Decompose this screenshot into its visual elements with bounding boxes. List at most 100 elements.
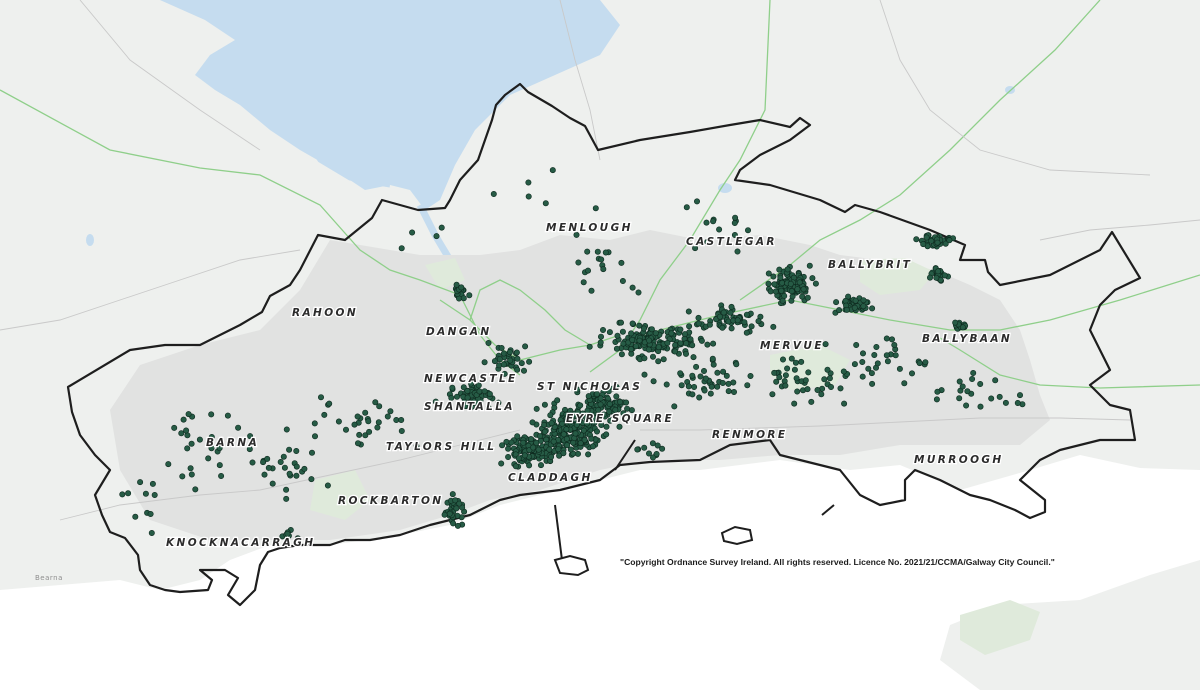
- lake-north: [718, 183, 732, 193]
- location-point: [536, 433, 543, 440]
- road-northwest: [79, 0, 261, 151]
- location-point: [311, 420, 318, 427]
- location-point: [728, 303, 735, 310]
- location-point: [308, 449, 315, 456]
- location-point: [513, 349, 520, 356]
- location-point: [709, 355, 716, 362]
- location-point: [733, 361, 740, 368]
- location-point: [464, 394, 471, 401]
- location-point: [710, 361, 717, 368]
- location-point: [883, 335, 890, 342]
- location-point: [782, 382, 789, 389]
- location-point: [812, 280, 819, 287]
- location-point: [529, 419, 536, 426]
- location-point: [441, 511, 448, 518]
- location-point: [530, 444, 537, 451]
- location-point: [563, 435, 570, 442]
- location-point: [796, 279, 803, 286]
- location-point: [734, 317, 741, 324]
- location-point: [518, 360, 525, 367]
- parkland-southeast: [960, 600, 1040, 655]
- location-point: [689, 342, 696, 349]
- location-point: [970, 369, 977, 376]
- location-point: [514, 355, 521, 362]
- label-claddagh: CLADDAGH: [508, 472, 593, 484]
- location-point: [269, 480, 276, 487]
- location-point: [452, 497, 459, 504]
- location-point: [744, 227, 751, 234]
- location-point: [614, 332, 621, 339]
- location-point: [791, 366, 798, 373]
- location-point: [636, 322, 643, 329]
- location-point: [575, 259, 582, 266]
- location-point: [505, 445, 512, 452]
- location-point: [612, 406, 619, 413]
- location-point: [963, 402, 970, 409]
- location-point: [959, 383, 966, 390]
- label-murroogh: MURROOGH: [914, 454, 1004, 466]
- location-point: [636, 337, 643, 344]
- location-point: [693, 198, 700, 205]
- city-boundary: [66, 82, 1142, 607]
- location-point: [964, 388, 971, 395]
- location-point: [744, 382, 751, 389]
- location-point: [628, 346, 635, 353]
- location-point: [603, 423, 610, 430]
- location-point: [577, 402, 584, 409]
- location-point: [692, 245, 699, 252]
- location-point: [646, 337, 653, 344]
- road-west: [0, 249, 301, 331]
- location-point: [956, 378, 963, 385]
- location-point: [727, 309, 734, 316]
- location-point: [208, 445, 215, 452]
- location-point: [581, 436, 588, 443]
- location-point: [629, 284, 636, 291]
- location-point: [806, 262, 813, 269]
- pier: [554, 504, 563, 561]
- location-point: [247, 433, 254, 440]
- location-point: [800, 286, 807, 293]
- location-point: [871, 351, 878, 358]
- location-point: [456, 500, 463, 507]
- location-point: [748, 323, 755, 330]
- location-point: [576, 417, 583, 424]
- location-point: [393, 416, 400, 423]
- location-point: [956, 395, 963, 402]
- location-point: [865, 365, 872, 372]
- location-point: [677, 326, 684, 333]
- location-point: [606, 329, 613, 336]
- location-point: [841, 400, 848, 407]
- location-point: [874, 360, 881, 367]
- location-point: [852, 297, 859, 304]
- location-point: [641, 444, 648, 451]
- location-point: [506, 349, 513, 356]
- location-point: [613, 345, 620, 352]
- location-point: [485, 404, 492, 411]
- location-point: [933, 274, 940, 281]
- location-point: [824, 366, 831, 373]
- location-point: [977, 380, 984, 387]
- location-point: [620, 340, 627, 347]
- location-point: [710, 340, 717, 347]
- label-barna: BARNA: [206, 437, 259, 449]
- location-point: [398, 416, 405, 423]
- location-point: [548, 420, 555, 427]
- location-point: [868, 370, 875, 377]
- location-point: [542, 200, 549, 207]
- location-point: [505, 453, 512, 460]
- location-point: [730, 388, 737, 395]
- location-point: [934, 239, 941, 246]
- location-point: [833, 299, 840, 306]
- location-point: [765, 280, 772, 287]
- location-point: [265, 464, 272, 471]
- label-menlough: MENLOUGH: [546, 222, 633, 234]
- estuary-channel: [214, 82, 391, 188]
- location-point: [788, 355, 795, 362]
- location-point: [788, 288, 795, 295]
- location-point: [697, 373, 704, 380]
- location-point: [794, 388, 801, 395]
- location-point: [446, 510, 453, 517]
- location-point: [568, 414, 575, 421]
- location-point: [584, 267, 591, 274]
